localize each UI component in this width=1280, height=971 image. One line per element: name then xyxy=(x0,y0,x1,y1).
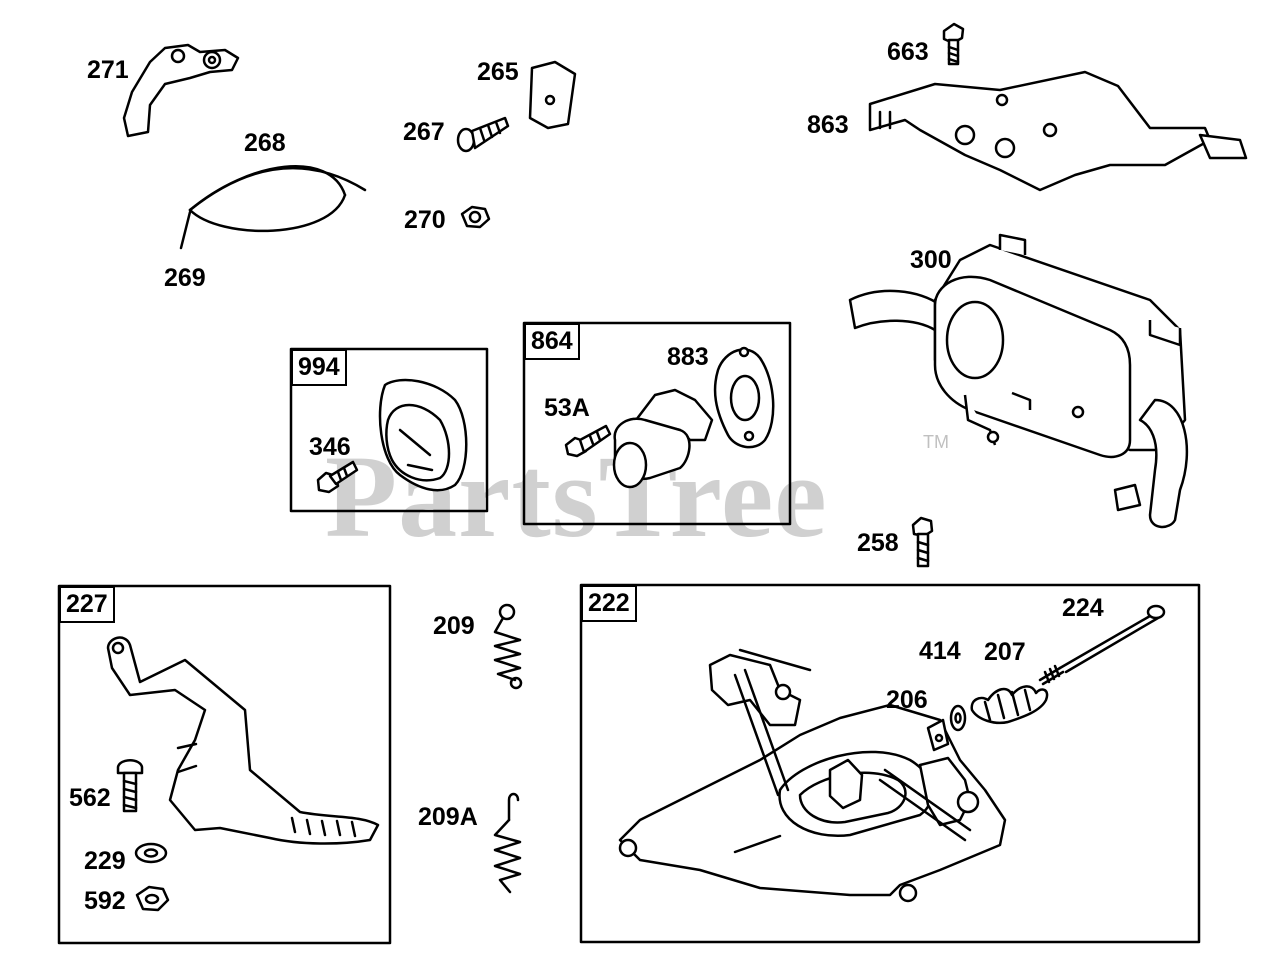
part-346-screw xyxy=(316,460,359,494)
kit-box-994 xyxy=(289,347,489,513)
callout-206: 206 xyxy=(886,686,928,714)
callout-209a: 209A xyxy=(418,803,478,831)
trademark-mark: TM xyxy=(923,432,949,452)
callout-229: 229 xyxy=(84,847,126,875)
part-883-gasket xyxy=(713,346,775,449)
kit-label-994: 994 xyxy=(291,349,347,386)
part-53a-screw xyxy=(564,424,612,458)
callout-53a: 53A xyxy=(544,394,590,422)
part-663-screw xyxy=(942,22,965,66)
part-269-leader xyxy=(179,210,192,250)
part-207-spring xyxy=(970,685,1049,725)
part-864-tube xyxy=(612,388,714,489)
kit-box-222 xyxy=(579,583,1201,944)
part-270-nut xyxy=(460,205,491,229)
callout-209: 209 xyxy=(433,612,475,640)
part-229-washer xyxy=(134,842,168,864)
callout-265: 265 xyxy=(477,58,519,86)
callout-224: 224 xyxy=(1062,594,1104,622)
part-209-spring xyxy=(493,603,523,690)
callout-346: 346 xyxy=(309,433,351,461)
callout-267: 267 xyxy=(403,118,445,146)
part-562-screw xyxy=(116,759,144,813)
callout-883: 883 xyxy=(667,343,709,371)
callout-863: 863 xyxy=(807,111,849,139)
callout-271: 271 xyxy=(87,56,129,84)
callout-258: 258 xyxy=(857,529,899,557)
part-592-nut xyxy=(135,885,170,912)
part-265-clip xyxy=(528,60,577,130)
part-227-bracket xyxy=(106,636,380,845)
part-994-elbow xyxy=(378,378,468,492)
callout-270: 270 xyxy=(404,206,446,234)
callout-663: 663 xyxy=(887,38,929,66)
part-224-rod xyxy=(1038,604,1166,686)
part-300-muffler xyxy=(848,233,1189,529)
callout-207: 207 xyxy=(984,638,1026,666)
kit-label-222: 222 xyxy=(581,585,637,622)
part-209a-spring xyxy=(493,792,522,894)
callout-300: 300 xyxy=(910,246,952,274)
kit-label-864: 864 xyxy=(524,323,580,360)
callout-592: 592 xyxy=(84,887,126,915)
callout-268: 268 xyxy=(244,129,286,157)
part-268-cable xyxy=(188,165,367,233)
part-863-bracket xyxy=(868,70,1248,192)
part-271-lever xyxy=(122,43,240,138)
callout-269: 269 xyxy=(164,264,206,292)
kit-box-227 xyxy=(57,584,392,945)
callout-562: 562 xyxy=(69,784,111,812)
part-206-link xyxy=(926,718,950,752)
part-414-washer xyxy=(949,704,967,732)
part-267-screw xyxy=(456,116,510,153)
part-258-screw xyxy=(911,516,934,568)
kit-label-227: 227 xyxy=(59,586,115,623)
kit-box-864 xyxy=(522,321,792,526)
callout-414: 414 xyxy=(919,637,961,665)
part-222-plate xyxy=(618,648,1007,903)
